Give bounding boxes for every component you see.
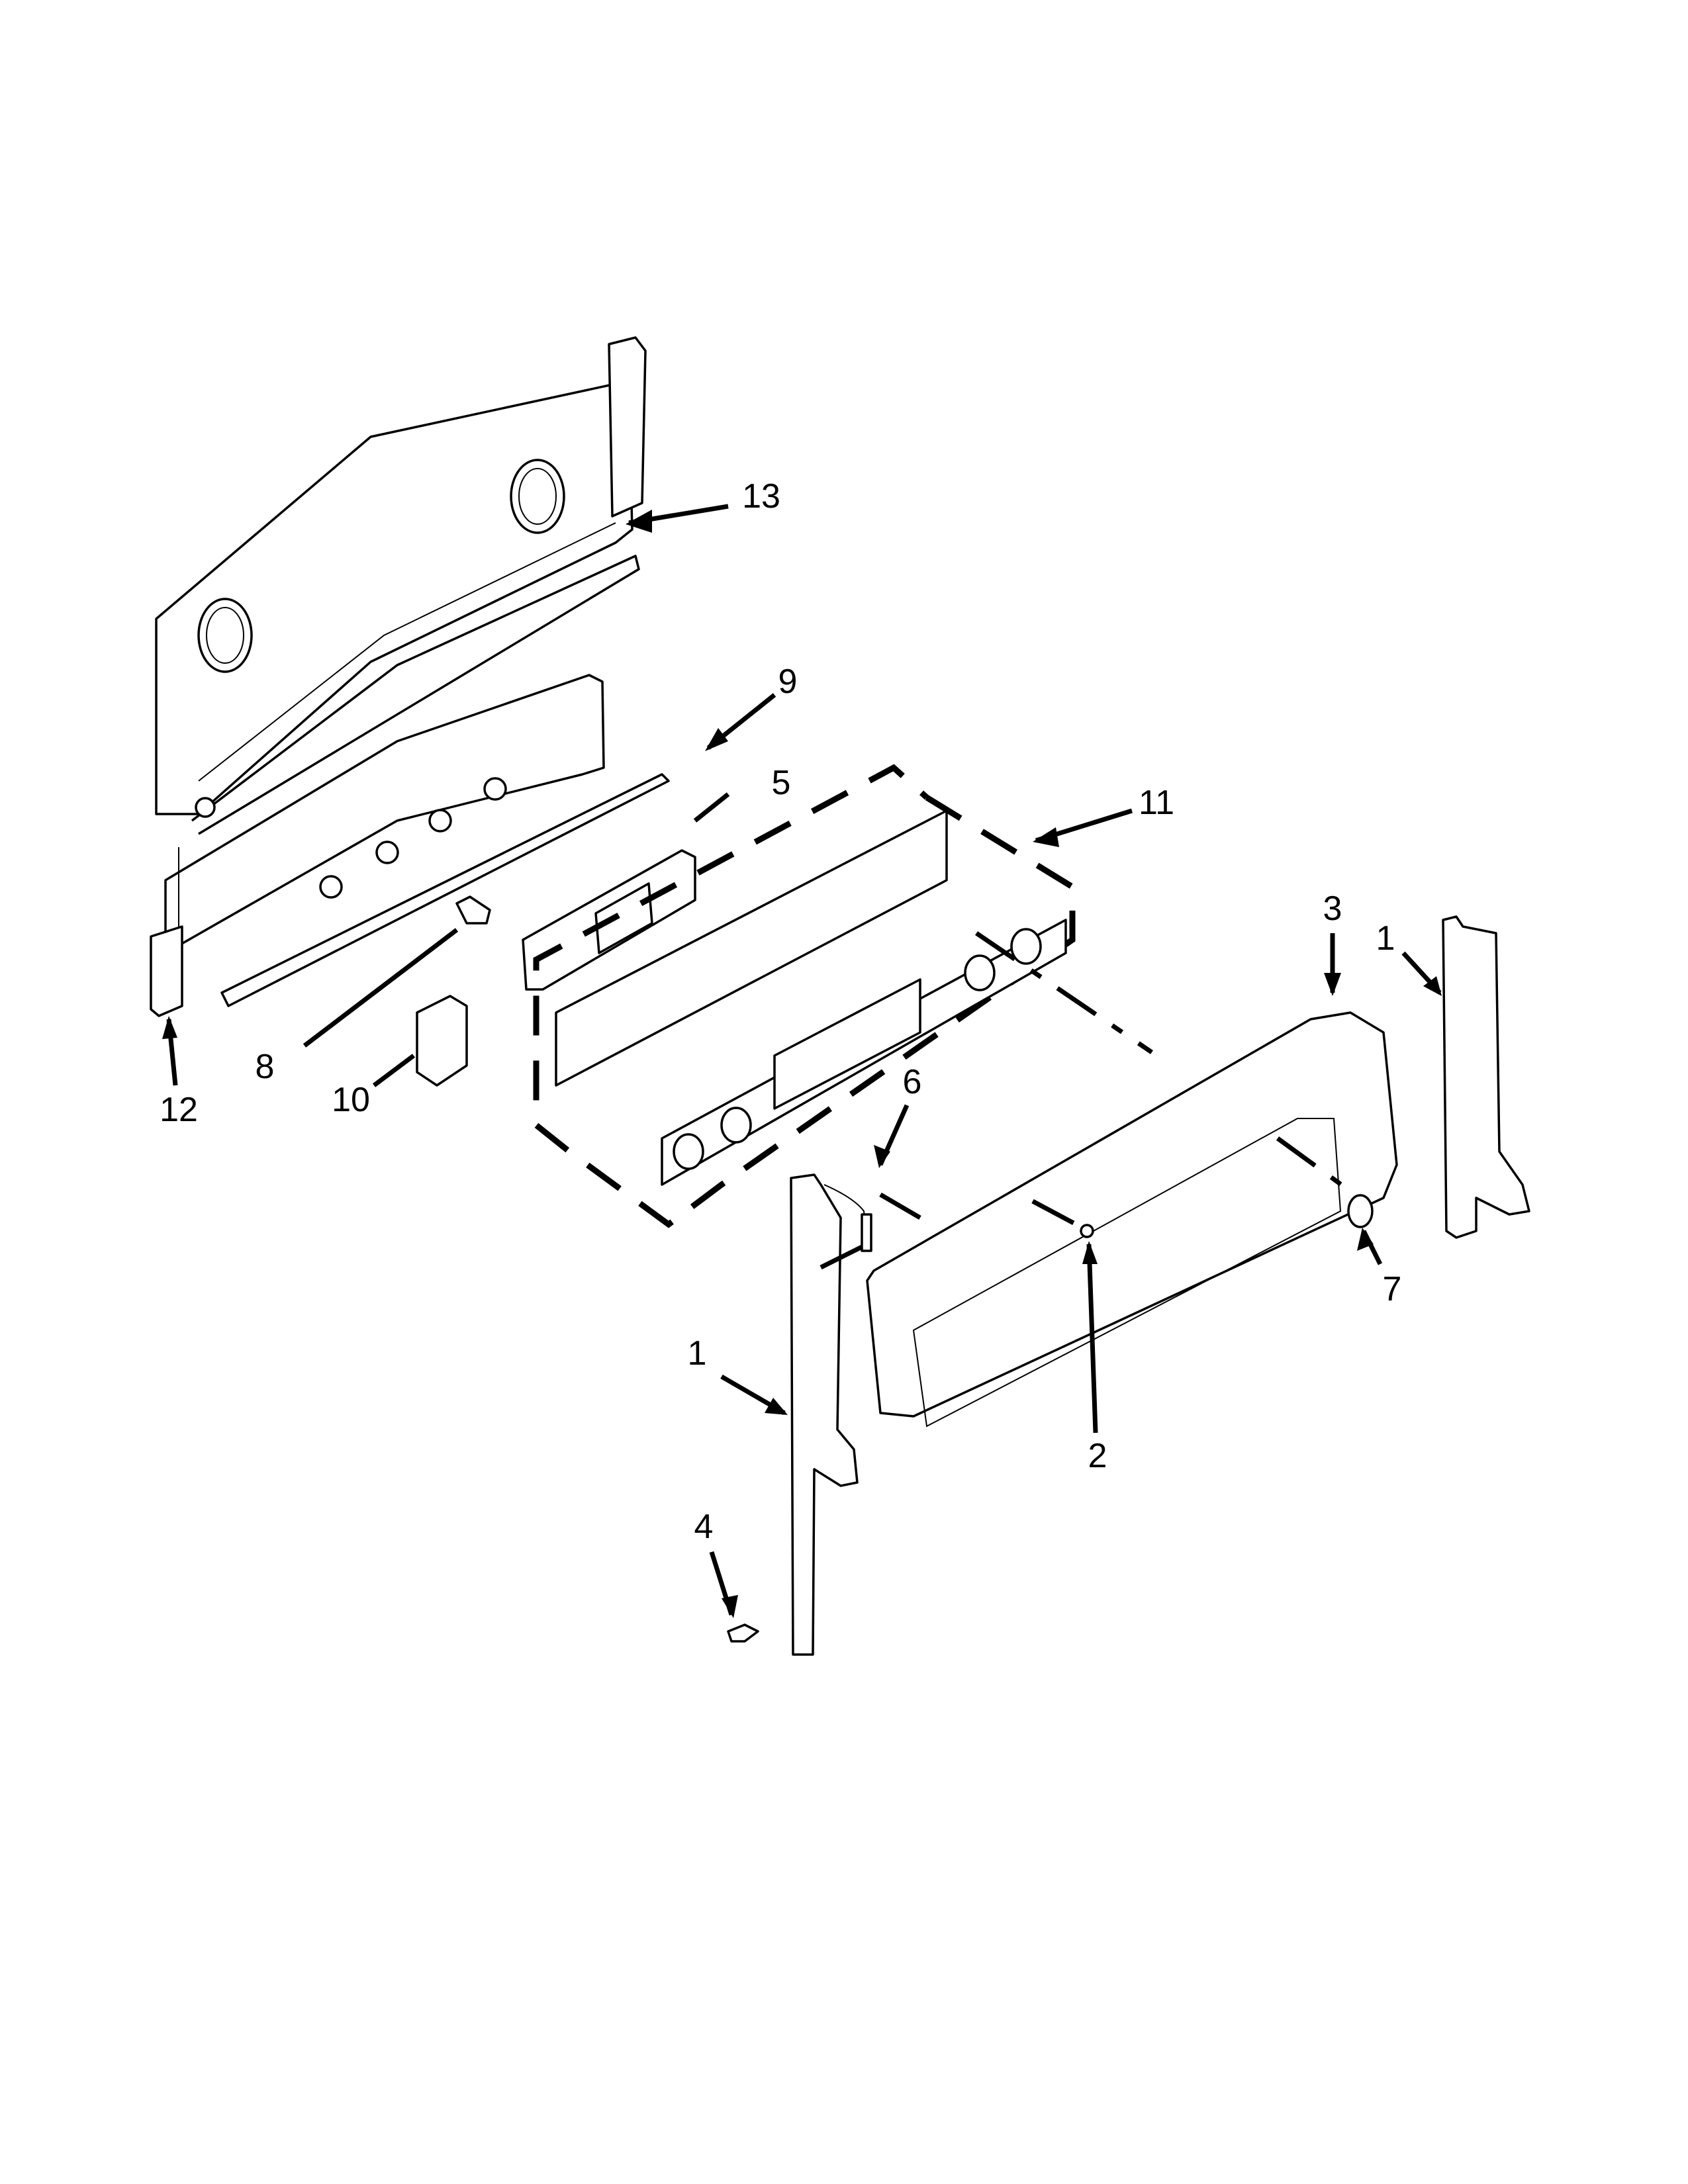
part-1-side-trim-left [790, 1173, 859, 1656]
part-12-end-cap [150, 847, 183, 1017]
callout-4: 4 [694, 1508, 714, 1546]
part-2-screw [1080, 1224, 1094, 1238]
callout-1-right: 1 [1376, 919, 1395, 958]
callout-2: 2 [1088, 1437, 1107, 1475]
part-3-console [866, 1011, 1398, 1428]
callout-10: 10 [332, 1081, 370, 1119]
callout-7: 7 [1382, 1270, 1402, 1308]
callout-5: 5 [771, 764, 791, 802]
part-13-backguard [155, 336, 647, 835]
part-4-screw [727, 1623, 759, 1643]
part-11-control-panel [533, 764, 1076, 1228]
part-8-screw [303, 895, 491, 1048]
callout-11: 11 [1139, 784, 1174, 822]
part-7-knob [1347, 1194, 1374, 1228]
part-9-bracket [164, 674, 670, 1007]
callout-8: 8 [255, 1048, 275, 1086]
part-1-side-trim-right [1442, 915, 1530, 1239]
callout-12: 12 [160, 1091, 198, 1129]
callout-9: 9 [778, 662, 798, 701]
callout-3: 3 [1323, 889, 1342, 928]
part-10-switch [372, 995, 468, 1087]
callout-1-left: 1 [687, 1334, 707, 1373]
callout-arrows [162, 504, 1442, 1618]
part-6-wire-harness [823, 1184, 872, 1252]
callout-6: 6 [902, 1063, 922, 1101]
callout-13: 13 [742, 477, 780, 516]
assembly-lines [820, 931, 1352, 1270]
